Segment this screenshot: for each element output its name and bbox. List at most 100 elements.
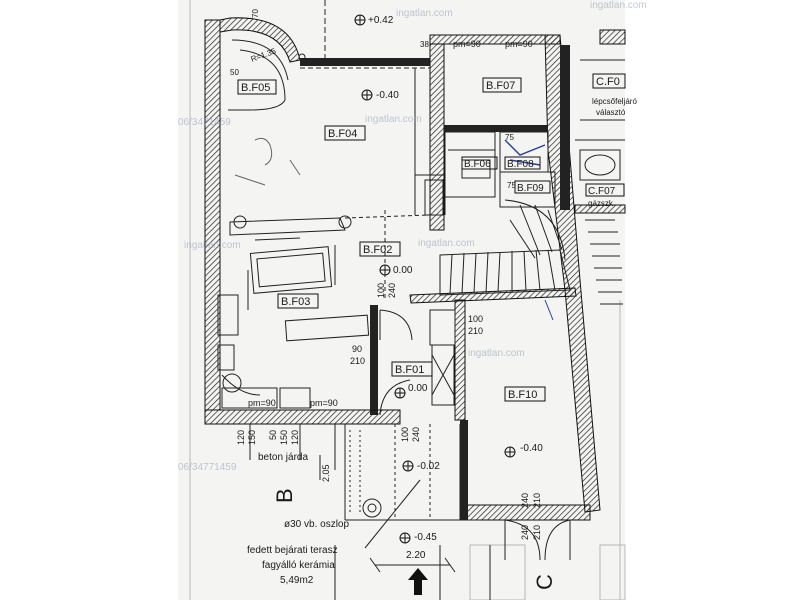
notes: beton járda ø30 vb. oszlop fedett bejára… [247,97,637,586]
dimension-label: pm=90 [248,398,276,408]
dimension-label: 240 [520,493,530,508]
wall-bf07-top [429,34,561,45]
dimension-label: pm=90 [453,39,481,49]
room-label: C.F07 [588,186,616,197]
dimension-label: 210 [532,525,542,540]
dimension-label: pm=90 [310,398,338,408]
watermark: ingatlan.com [418,238,475,249]
wall-right [544,34,601,513]
dimension-label: 240 [387,283,397,298]
level-value: -0.45 [414,532,437,543]
room-label: B.F05 [241,82,270,94]
room-label: B.F04 [328,128,357,140]
terrace-note-line3: 5,49m2 [280,575,314,586]
dimension-label: 210 [350,356,365,366]
watermark: ingatlan.com [468,348,525,359]
bay-arc [231,39,289,81]
section-letter-c: C [532,574,557,590]
watermark: ingatlan.com [365,114,422,125]
dimension-label: 75 [507,181,516,190]
dimension-label: R=1.35 [250,46,278,64]
room-labels: B.F05 B.F04 B.F07 C.F0 B.F06 B.F08 B.F09… [241,76,620,401]
dining-table [249,246,333,294]
wall-marks: 120 150 50 150 120 [236,430,300,445]
level-marker [402,460,414,472]
wall-bf01-left [370,305,378,415]
room-label: B.F10 [508,389,537,401]
cfo-note-1: lépcsőfeljáró [592,97,637,106]
wall-bf01-right [454,299,466,421]
dimension-label: 70 [251,9,260,18]
wall-bf10-left [460,420,468,520]
wall-top [300,58,430,66]
level-value: -0.40 [376,90,399,101]
dimension-label: 50 [230,68,239,77]
entrance-arrow-icon [408,568,428,595]
wall-cf0 [560,45,570,210]
level-value: +0.42 [368,15,394,26]
right-staircase [585,219,623,305]
dimension-label: 100 [400,427,410,442]
wall-bf07-bottom [444,125,548,132]
level-marker [379,264,391,276]
wall-bf07-left [429,43,445,231]
dimension-label: 240 [520,525,530,540]
room-label-boxes [237,73,626,402]
level-marker [394,387,406,399]
room-label: B.F07 [486,80,515,92]
wall-bay [219,17,301,63]
phone-mark: 06/34771459 [178,462,237,473]
watermarks: ingatlan.com ingatlan.com ingatlan.com i… [178,0,647,473]
watermark: ingatlan.com [590,0,647,11]
cfo-note-2: választó [596,108,626,117]
room-label: B.F03 [281,296,310,308]
background-traces [189,0,626,600]
level-marker [361,89,373,101]
door-swing-bf01 [379,309,413,341]
wall-mark: 150 [279,430,289,445]
room-label: B.F08 [507,159,534,170]
level-markers [354,14,516,544]
room-label: C.F0 [596,76,620,88]
door-swing-bf02 [379,379,411,416]
dimension-label: 240 [411,427,421,442]
level-values: +0.42 -0.40 0.00 0.00 -0.40 -0.02 -0.45 [368,15,543,543]
dimension-label: 2.05 [321,464,331,482]
section-letter-b: B [272,488,297,503]
level-marker [399,532,411,544]
watermark: ingatlan.com [396,8,453,19]
level-value: 0.00 [393,265,413,276]
dimension-label: 210 [532,493,542,508]
level-marker [354,14,366,26]
dimension-label: 100 [468,314,483,324]
room-label: B.F09 [517,183,544,194]
wall-mark: 150 [247,430,257,445]
wall-mark: 120 [236,430,246,445]
dimension-label: 2.20 [406,550,426,561]
terrace-note-line2: fagyálló kerámia [262,560,335,571]
room-label: B.F06 [464,159,491,170]
dimension-label: pm=90 [505,39,533,49]
phone-mark: 06/3471459 [178,117,231,128]
dimension-label: 75 [505,133,514,142]
dimension-label: 100 [376,283,386,298]
staircase [439,199,571,296]
structural-walls [204,17,626,521]
wall-cf-right [599,29,626,45]
level-marker [504,446,516,458]
wall-mark: 120 [290,430,300,445]
terrace-note-line1: fedett bejárati terasz [247,545,338,556]
beton-note: beton járda [258,452,308,463]
wall-mark: 50 [268,430,278,440]
dimension-label: 210 [468,326,483,336]
room-label: B.F02 [363,244,392,256]
gaszk-note: gázszk [588,199,614,208]
wall-bottom [204,409,401,425]
dimension-label: 38 [420,40,429,49]
column-note: ø30 vb. oszlop [284,519,349,530]
interior-lines [217,0,625,600]
room-label: B.F01 [395,364,424,376]
wall-cf07 [574,204,626,214]
watermark: ingatlan.com [184,240,241,251]
